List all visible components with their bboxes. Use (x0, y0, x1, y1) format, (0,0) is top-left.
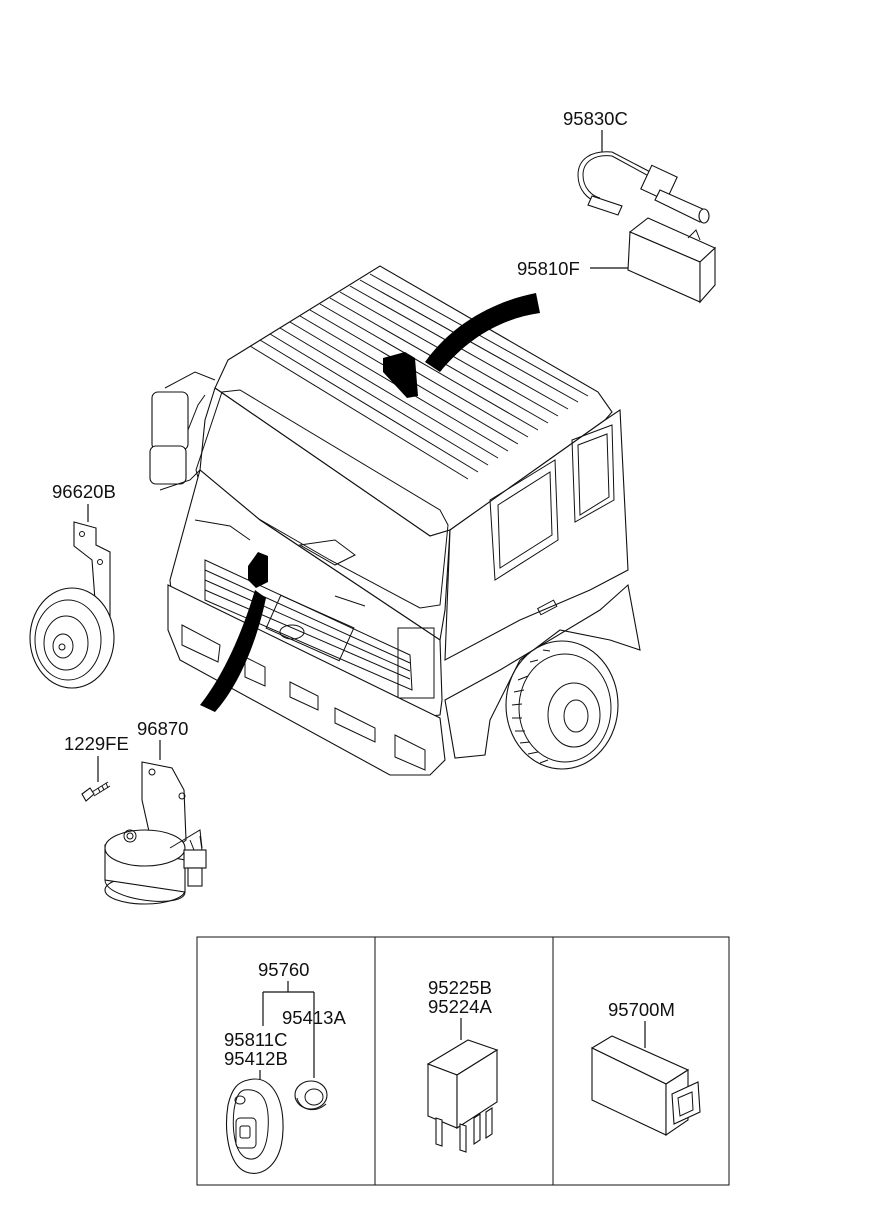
bracket-unit-part: 96870 (104, 718, 207, 905)
label-antenna: 95830C (563, 108, 628, 129)
label-screw: 1229FE (64, 733, 129, 754)
arrow-roof (425, 293, 540, 372)
screw-part: 1229FE (64, 733, 129, 802)
components-table (196, 936, 730, 1186)
horn-part: 96620B (29, 481, 116, 689)
antenna-part: 95830C (563, 108, 710, 224)
label-remote-assy: 95760 (258, 959, 309, 980)
wheel (505, 640, 619, 770)
label-relay-1: 95225B (428, 977, 492, 998)
label-transmitter-case: 95412B (224, 1048, 288, 1069)
truck-cab-illustration (149, 265, 641, 776)
label-receiver-module: 95810F (517, 258, 580, 279)
side-mirror (149, 371, 216, 491)
front-unit-location (248, 552, 268, 588)
label-transmitter: 95811C (224, 1029, 287, 1050)
relay-part: 95225B 95224A (426, 977, 499, 1153)
remote-assy-part: 95760 95413A 95811C 95412B (224, 959, 346, 1174)
label-control-module: 95700M (608, 999, 675, 1020)
label-horn: 96620B (52, 481, 116, 502)
arrow-front (200, 590, 266, 712)
roof-module-location (383, 352, 418, 398)
receiver-module-part: 95810F (517, 217, 716, 304)
label-relay-2: 95224A (428, 996, 492, 1017)
control-module-part: 95700M (590, 999, 701, 1137)
label-horn-bracket-unit: 96870 (137, 718, 188, 739)
label-battery: 95413A (282, 1007, 346, 1028)
